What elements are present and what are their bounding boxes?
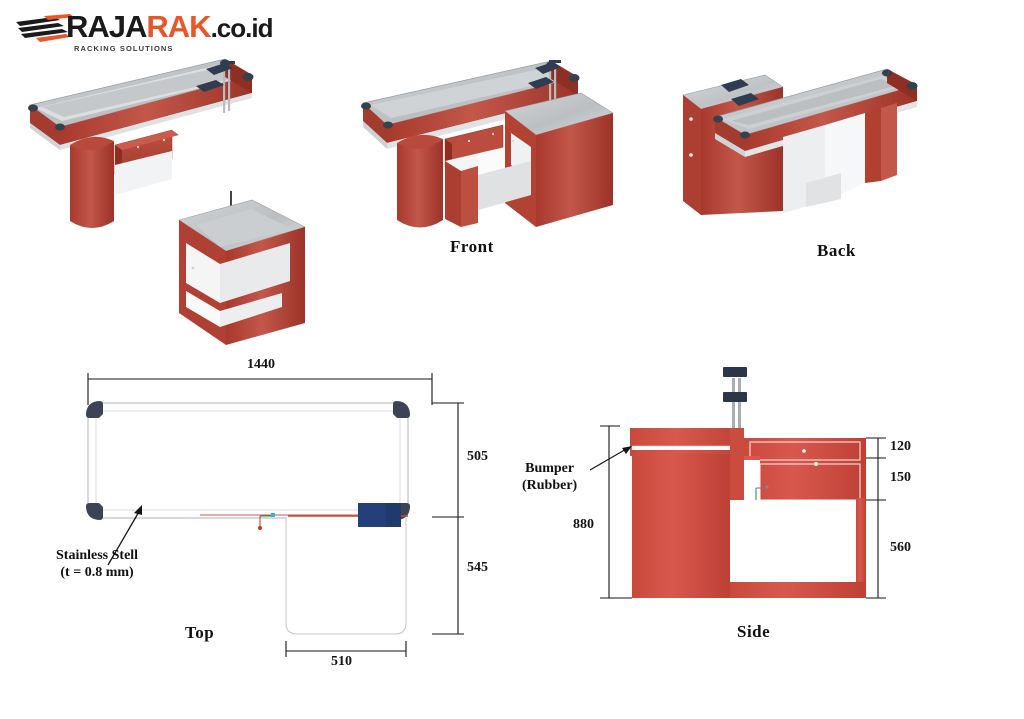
dim-overall-height: 880 xyxy=(573,517,594,532)
top-view-svg xyxy=(86,373,464,657)
dimension-1440 xyxy=(87,373,433,405)
origin-axis-marker xyxy=(258,513,275,530)
counter-top-rail xyxy=(630,428,744,450)
dimension-510 xyxy=(285,641,407,657)
bumper-leader-line xyxy=(589,446,632,471)
divider-clips-front xyxy=(528,60,561,109)
logo-text-raja: RAJA xyxy=(66,9,147,44)
dimension-505 xyxy=(432,402,464,518)
divider-clips xyxy=(196,61,235,113)
stainless-note-line2: (t = 0.8 mm) xyxy=(60,565,134,580)
back-isometric-view: Back xyxy=(665,55,965,260)
top-view-label: Top xyxy=(185,623,215,642)
dim-lower-drawer-height: 150 xyxy=(890,470,911,485)
pedestal-leg xyxy=(70,136,114,228)
pedestal-column xyxy=(632,454,730,598)
logo-text-rak: RAK xyxy=(146,9,211,44)
top-outline xyxy=(87,402,409,635)
rajarak-logo: RAJARAK.co.id RACKING SOLUTIONS xyxy=(14,8,314,54)
upper-drawer xyxy=(749,441,861,461)
bumper-note-line1: Bumper xyxy=(525,461,575,476)
counter-deck xyxy=(29,58,253,128)
swoosh-icon xyxy=(16,14,74,42)
dim-counter-depth: 505 xyxy=(467,449,488,464)
stainless-steel-note: Stainless Stell (t = 0.8 mm) xyxy=(56,547,138,581)
dimension-stack-right xyxy=(866,437,886,599)
detached-cabinet-module xyxy=(178,199,306,345)
back-view-label: Back xyxy=(817,241,856,260)
side-view-svg xyxy=(589,367,886,599)
dim-extension-depth: 545 xyxy=(467,560,488,575)
dim-overall-width: 1440 xyxy=(247,357,275,372)
bumper-note: Bumper (Rubber) xyxy=(522,460,577,494)
origin-axis-marker-side xyxy=(755,485,769,500)
dim-cabinet-height: 560 xyxy=(890,540,911,555)
stainless-leader-line xyxy=(107,505,142,566)
cabinet-module-front xyxy=(445,92,614,227)
top-technical-view: 1440 505 545 510 Stainless Stell (t = 0.… xyxy=(56,355,520,675)
exploded-isometric-view xyxy=(20,55,350,345)
dim-upper-drawer-height: 120 xyxy=(890,439,911,454)
divider-post-side xyxy=(723,367,747,430)
side-view-label: Side xyxy=(737,622,771,641)
logo-wordmark: RAJARAK.co.id xyxy=(66,9,274,45)
front-view-svg xyxy=(361,60,614,228)
dimension-880 xyxy=(600,425,632,599)
logo-text-domain: .co.id xyxy=(210,13,274,43)
exploded-view-svg xyxy=(28,58,306,345)
front-view-label: Front xyxy=(450,237,494,256)
back-view-svg xyxy=(682,68,918,215)
dimension-545 xyxy=(432,517,464,635)
logo-tagline: RACKING SOLUTIONS xyxy=(74,44,174,53)
dim-extension-width: 510 xyxy=(331,654,352,669)
front-isometric-view: Front xyxy=(345,55,645,256)
divider-clips-back xyxy=(721,79,759,106)
bumper-note-line2: (Rubber) xyxy=(522,478,578,493)
side-technical-view: 880 120 150 560 Bumper (Rubber) Side xyxy=(522,360,960,650)
stainless-note-line1: Stainless Stell xyxy=(56,548,139,563)
